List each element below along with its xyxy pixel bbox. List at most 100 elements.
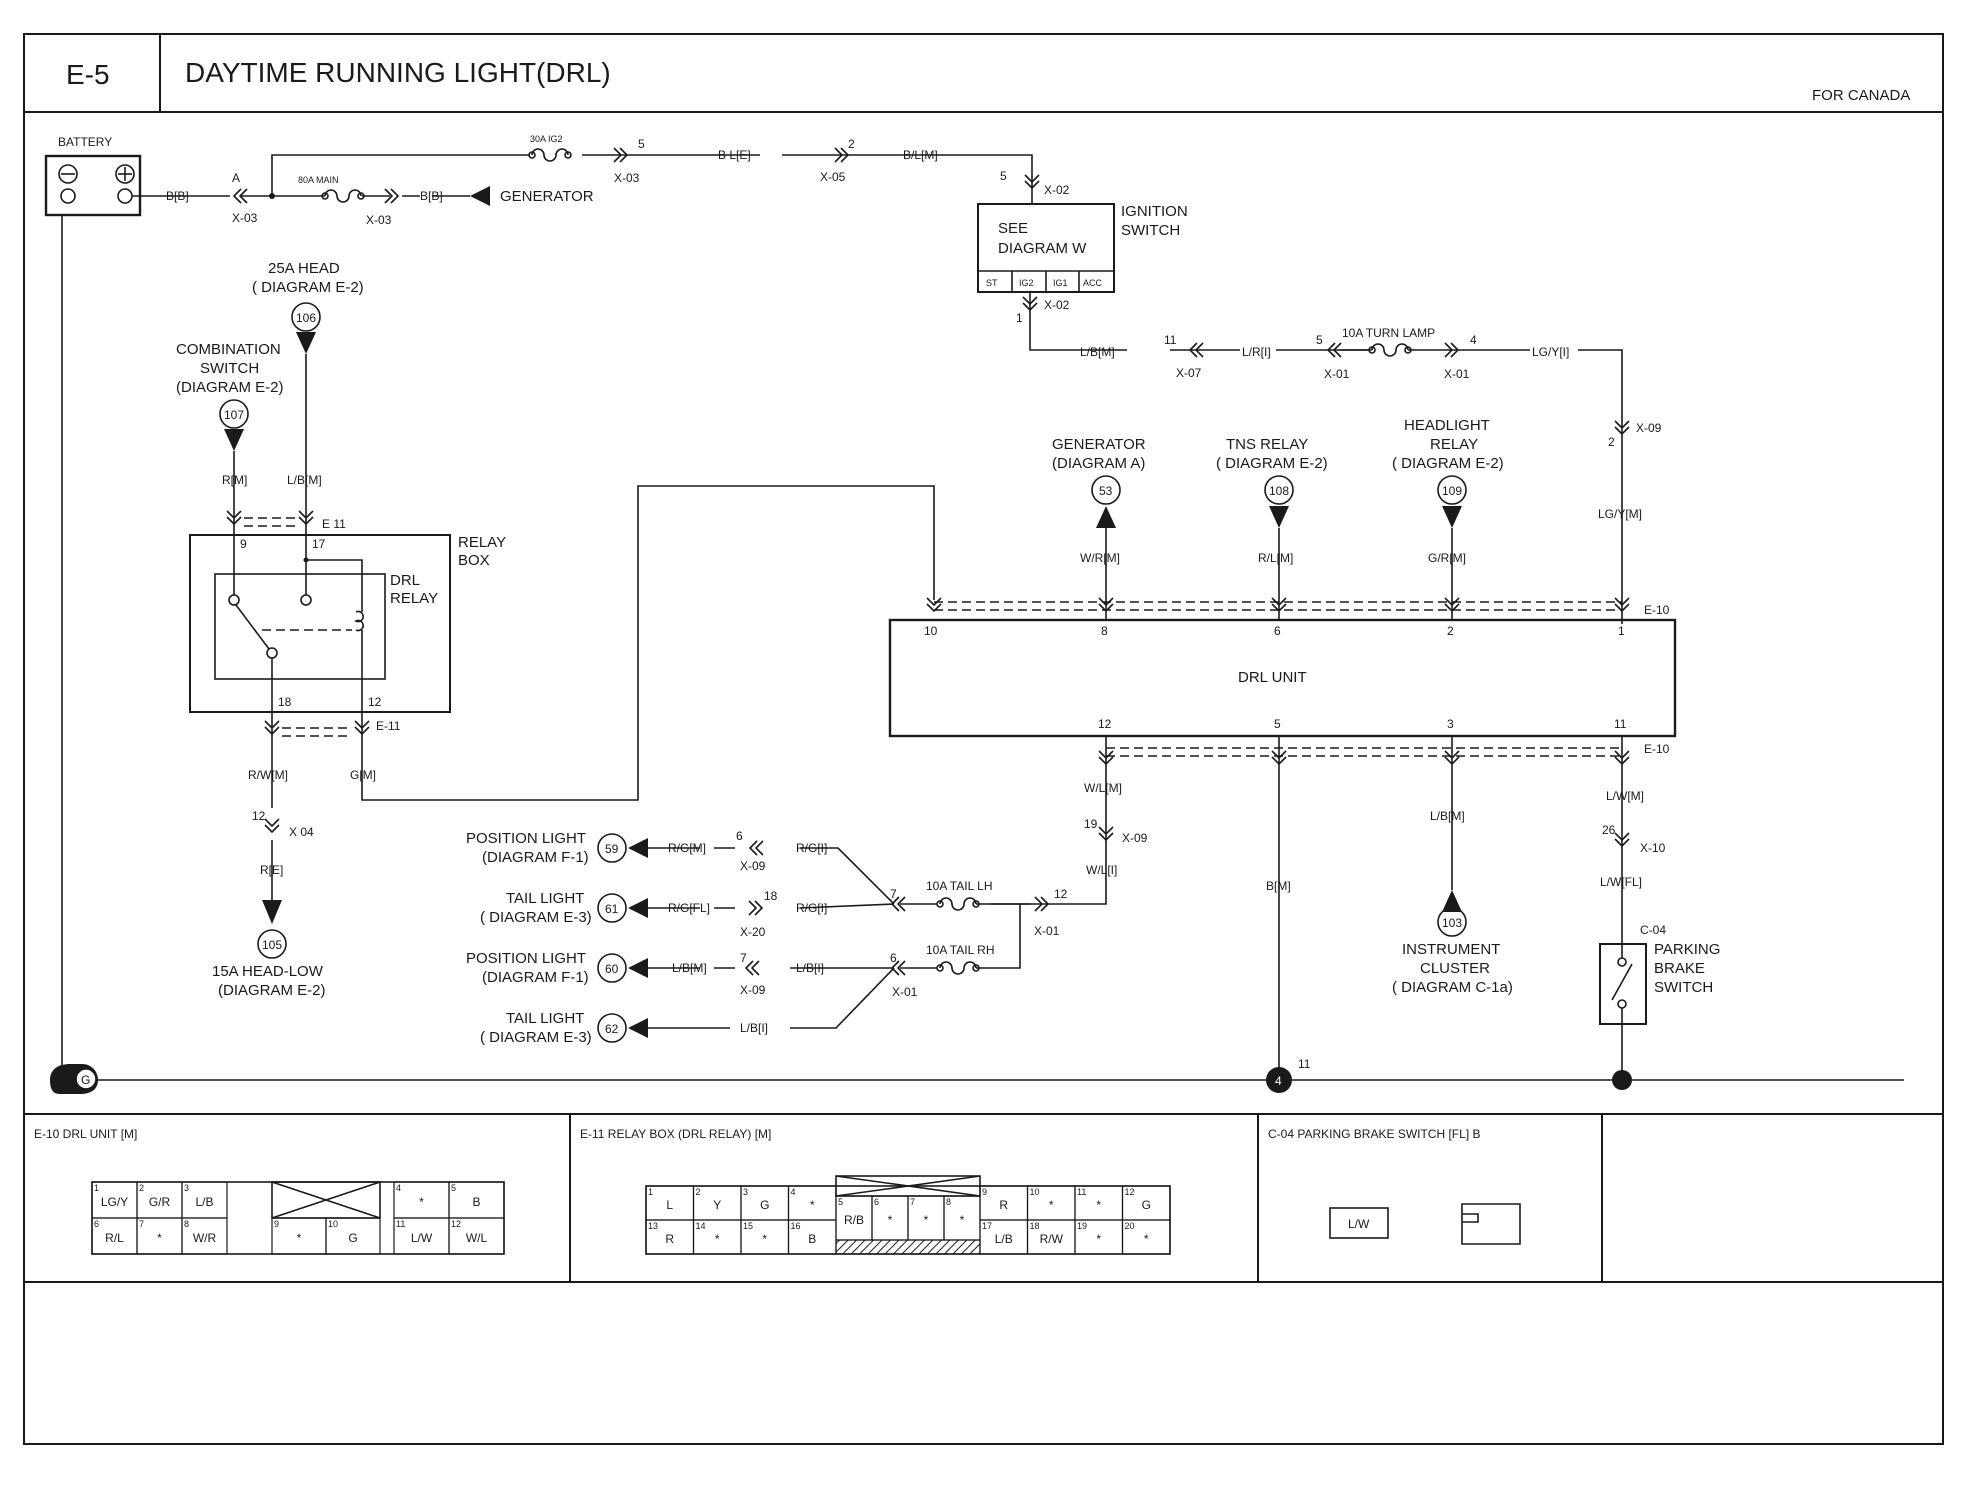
wire-label: L/B[M] <box>1080 345 1115 359</box>
wire-label: R[M] <box>222 473 247 487</box>
pin-number: 18 <box>1030 1221 1040 1231</box>
ref-label: TAIL LIGHT <box>506 1010 584 1027</box>
splice-dot <box>1612 1070 1632 1090</box>
connector-label: X-01 <box>892 985 918 999</box>
pin-number: 16 <box>791 1221 801 1231</box>
wire-label: R/G[I] <box>796 901 827 915</box>
ref-number: 109 <box>1442 484 1462 498</box>
ref-label: 25A HEAD <box>268 260 340 277</box>
ref-circle-105 <box>257 929 287 959</box>
pin-number: 9 <box>982 1187 987 1197</box>
ref-circle <box>597 833 627 863</box>
drl-pin: 11 <box>1614 717 1627 731</box>
pin-wire-color: * <box>1049 1198 1054 1212</box>
pin-label: A <box>232 171 240 185</box>
pin-number: 11 <box>396 1219 405 1229</box>
connector-dash <box>282 727 352 737</box>
relay-input-wires <box>233 354 307 535</box>
ref-arrow <box>1442 506 1462 528</box>
connector-label: X 04 <box>289 825 314 839</box>
pin-number: 6 <box>94 1219 99 1229</box>
connector-label: E-10 <box>1644 742 1670 756</box>
connector-label: X-09 <box>1122 831 1148 845</box>
pin-number: 10 <box>1030 1187 1040 1197</box>
pin-wire-color: R <box>665 1232 674 1246</box>
ignition-terminal: IG1 <box>1053 278 1068 288</box>
pin-number: 2 <box>696 1187 701 1197</box>
switch-contact <box>1611 944 1633 1024</box>
ref-label: ( DIAGRAM E-2) <box>1216 455 1328 472</box>
ref-label: ( DIAGRAM E-2) <box>252 279 364 296</box>
pin-number: 1 <box>648 1187 653 1197</box>
ref-label: ( DIAGRAM E-2) <box>1392 455 1504 472</box>
connector-label: X-01 <box>1444 367 1470 381</box>
drl-unit-label: DRL UNIT <box>1238 669 1307 686</box>
ref-label: (DIAGRAM E-2) <box>218 982 326 999</box>
pin-wire-color: G <box>348 1231 357 1245</box>
parking-brake-label: PARKING <box>1654 941 1720 958</box>
ignition-box-text: SEE <box>998 220 1028 237</box>
fuse-10a-turn-lamp <box>1340 343 1420 357</box>
pin-label: 12 <box>252 809 266 823</box>
pin-number: 4 <box>396 1183 401 1193</box>
ignition-box-text: DIAGRAM W <box>998 240 1087 257</box>
connector-title: E-10 DRL UNIT [M] <box>34 1127 137 1141</box>
pin-label: 7 <box>740 951 747 965</box>
ignition-terminal: ST <box>986 278 998 288</box>
drl-bottom-pins <box>1098 750 1630 765</box>
ref-circle <box>597 953 627 983</box>
connector-label: X-01 <box>1034 924 1060 938</box>
pin-wire-color: B <box>808 1232 816 1246</box>
pin-label: 26 <box>1602 823 1616 837</box>
pin-number: 13 <box>648 1221 658 1231</box>
drl-pin: 8 <box>1101 624 1108 638</box>
pin-wire-color: G <box>1142 1198 1151 1212</box>
relay-box-label: BOX <box>458 552 490 569</box>
pin-cell <box>448 1217 505 1255</box>
ref-arrow <box>224 429 244 451</box>
pin-number: 8 <box>946 1197 951 1207</box>
pin-number: 8 <box>184 1219 189 1229</box>
drl-pin: 1 <box>1618 624 1625 638</box>
drl-pin: 6 <box>1274 624 1281 638</box>
drl-pin: 10 <box>924 624 938 638</box>
pin-label: 2 <box>1608 435 1615 449</box>
connector-title: C-04 PARKING BRAKE SWITCH [FL] B <box>1268 1127 1480 1141</box>
generator-arrow <box>470 186 490 206</box>
ref-label: ( DIAGRAM E-3) <box>480 1029 592 1046</box>
pin-number: 5 <box>838 1197 843 1207</box>
wire-label: G[M] <box>350 768 376 782</box>
pin-number: 7 <box>910 1197 915 1207</box>
ref-circle <box>597 1013 627 1043</box>
connector-label: X-02 <box>1044 183 1070 197</box>
drl-relay-label: RELAY <box>390 590 438 607</box>
pin-label: 12 <box>368 695 382 709</box>
ref-arrow <box>1096 506 1116 528</box>
ref-number: 61 <box>605 902 619 916</box>
ref-label: RELAY <box>1430 436 1478 453</box>
pin-wire-color: * <box>715 1232 720 1246</box>
connector-dash <box>244 517 296 527</box>
connector-dash <box>1106 747 1622 757</box>
pin-label: 5 <box>1316 333 1323 347</box>
ref-arrow <box>1269 506 1289 528</box>
pin-number: 17 <box>982 1221 992 1231</box>
wire-label: LG/Y[M] <box>1598 507 1642 521</box>
drl-top-pins <box>926 597 1630 612</box>
connector-label: C-04 <box>1640 923 1666 937</box>
wire-label: L/B[I] <box>796 961 824 975</box>
ref-number: 106 <box>296 311 316 325</box>
pin-number: 12 <box>1125 1187 1135 1197</box>
pin-wire-color: B <box>472 1195 480 1209</box>
ref-label: POSITION LIGHT <box>466 950 586 967</box>
wire-label: G/R[M] <box>1428 551 1466 565</box>
c04-pin-box <box>1329 1207 1389 1239</box>
wire-label: L/B[M] <box>672 961 707 975</box>
wire-label: R/G[I] <box>796 841 827 855</box>
connector-title: E-11 RELAY BOX (DRL RELAY) [M] <box>580 1127 771 1141</box>
fuse-10a-tail-rh <box>939 961 992 975</box>
ground-label: 4 <box>1275 1074 1282 1088</box>
relay-contact <box>235 604 270 650</box>
ignition-feed-wire <box>950 154 1033 204</box>
pin-number: 2 <box>139 1183 144 1193</box>
